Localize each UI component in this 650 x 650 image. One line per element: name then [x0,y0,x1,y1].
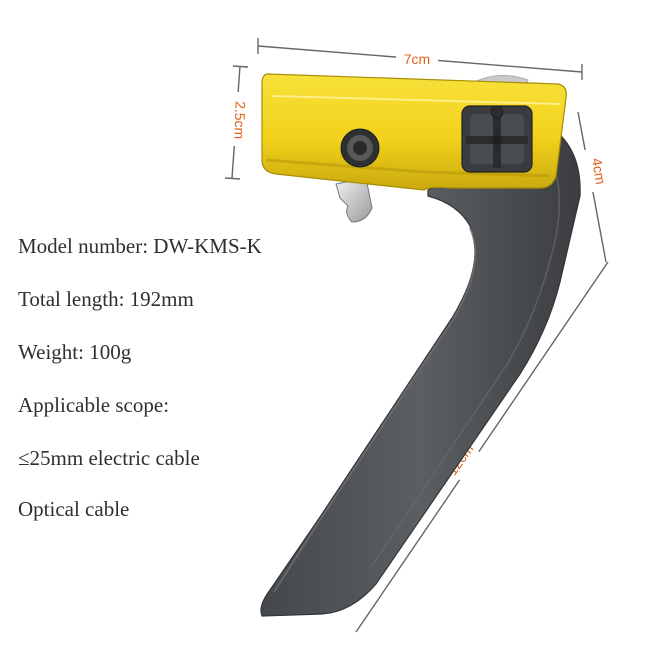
dimension-height-left-label: 2.5cm [231,101,248,140]
dimension-height-right-label: 4cm [589,157,609,186]
yellow-body-bottom-shade [265,158,551,178]
screw [340,128,380,168]
spec-model: Model number: DW-KMS-K [18,234,262,258]
dimension-width: 7cm [257,38,583,80]
spec-weight: Weight: 100g [18,340,132,364]
dimension-height-right: 4cm [577,111,609,263]
spec-electric-cable: ≤25mm electric cable [18,446,200,470]
spec-optical-cable: Optical cable [18,497,130,521]
spec-scope: Applicable scope: [18,393,170,417]
dimension-width-label: 7cm [404,51,430,67]
blade [335,177,373,223]
dimension-height-left: 2.5cm [224,65,249,180]
spec-length: Total length: 192mm [18,287,194,311]
adjustment-knob [461,105,533,173]
handle-edge-highlight [273,227,477,593]
yellow-body-ridge [271,95,561,105]
